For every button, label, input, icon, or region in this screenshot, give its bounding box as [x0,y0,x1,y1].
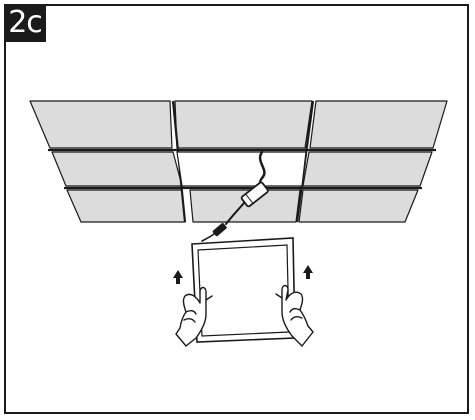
hand-icon [175,286,213,347]
ceiling-tile [51,151,183,187]
panel-frame-icon [191,237,296,343]
ceiling-tile [174,100,313,149]
ceiling-tile [309,100,448,149]
arrow-up-icon [303,265,313,279]
ceiling-tile [66,189,186,223]
open-ceiling-slot [176,151,307,187]
ceiling-grid-icon [29,100,448,223]
ceiling-tile [298,189,419,223]
arrow-up-icon [173,270,183,284]
ceiling-tile [29,100,173,149]
connector-icon [212,223,227,237]
ceiling-tile [302,151,433,187]
hand-icon [275,284,314,347]
step-label: 2c [4,4,46,42]
connection-cable [225,202,245,225]
ceiling-rails [48,100,436,223]
panel-lead [201,233,215,242]
